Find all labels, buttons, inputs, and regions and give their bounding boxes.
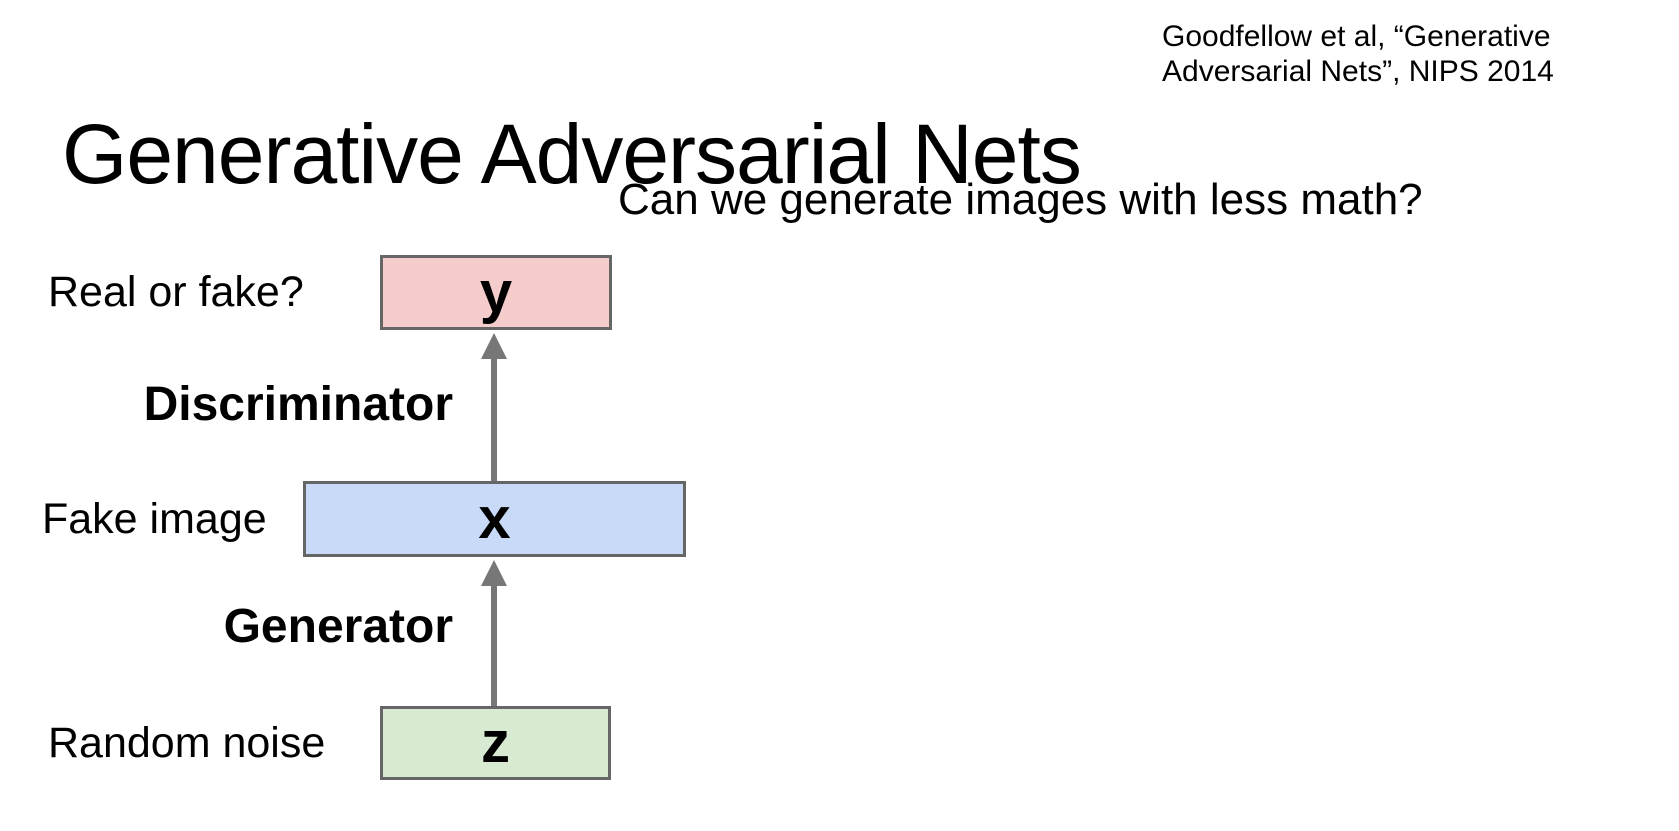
citation-line-1: Goodfellow et al, “Generative <box>1162 20 1551 53</box>
node-z-letter: z <box>481 710 510 775</box>
edge-label-discriminator: Discriminator <box>143 378 453 431</box>
citation: Goodfellow et al, “Generative Adversaria… <box>1162 20 1554 89</box>
caption-random-noise: Random noise <box>48 719 326 767</box>
node-z-box: z <box>380 706 611 780</box>
question-text: Can we generate images with less math? <box>618 175 1423 224</box>
node-y-letter: y <box>479 259 513 325</box>
node-x-letter: x <box>478 486 511 551</box>
caption-fake-image: Fake image <box>42 495 267 543</box>
arrow-up-stem-generator-icon <box>491 584 497 706</box>
caption-real-or-fake: Real or fake? <box>48 268 304 316</box>
node-x-box: x <box>303 481 686 557</box>
citation-line-2: Adversarial Nets”, NIPS 2014 <box>1162 54 1554 88</box>
slide-title: Generative Adversarial Nets <box>62 107 1082 202</box>
arrow-up-stem-discriminator-icon <box>491 357 497 481</box>
arrow-up-head-generator-icon <box>481 560 507 586</box>
node-y-box: y <box>380 255 612 330</box>
edge-label-generator: Generator <box>223 600 453 653</box>
arrow-up-head-discriminator-icon <box>481 333 507 359</box>
